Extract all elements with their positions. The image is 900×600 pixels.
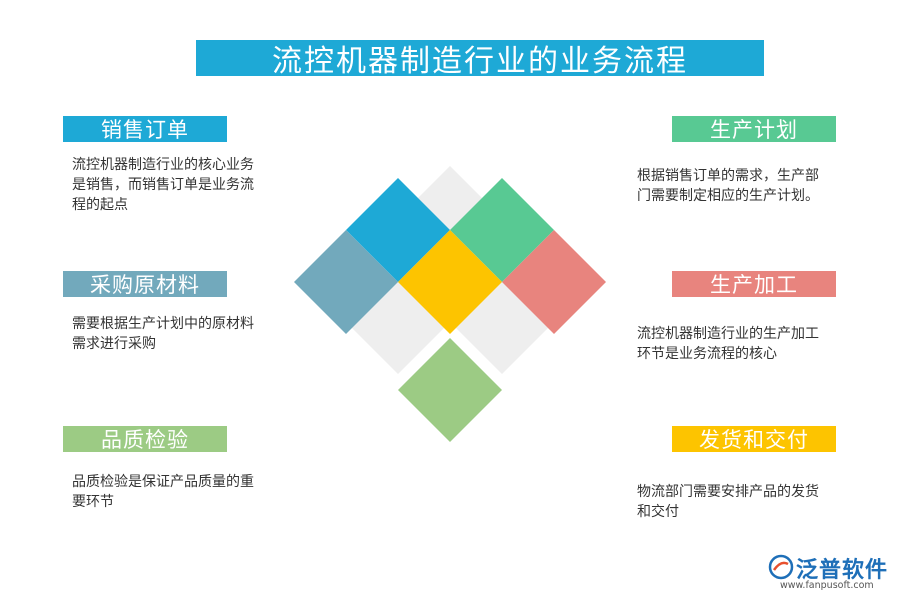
step-desc-sales: 流控机器制造行业的核心业务是销售，而销售订单是业务流程的起点 — [72, 157, 254, 213]
diamond-delivery — [398, 230, 502, 334]
step-label-quality: 品质检验 — [63, 426, 227, 452]
step-desc-purchase: 需要根据生产计划中的原材料需求进行采购 — [72, 316, 254, 352]
step-desc-quality: 品质检验是保证产品质量的重要环节 — [72, 474, 254, 510]
step-label-process: 生产加工 — [672, 271, 836, 297]
logo-icon — [768, 554, 794, 580]
diamond-purchase — [294, 230, 398, 334]
step-label-purchase: 采购原材料 — [63, 271, 227, 297]
step-desc-process: 流控机器制造行业的生产加工环节是业务流程的核心 — [637, 326, 819, 362]
step-desc-plan: 根据销售订单的需求，生产部门需要制定相应的生产计划。 — [637, 168, 819, 204]
logo-url: www.fanpusoft.com — [780, 580, 874, 591]
page-title: 流控机器制造行业的业务流程 — [196, 40, 764, 79]
brand-logo: 泛普软件 www.fanpusoft.com — [768, 552, 892, 596]
step-desc-delivery: 物流部门需要安排产品的发货和交付 — [637, 484, 819, 520]
diamond-process — [502, 230, 606, 334]
logo-name: 泛普软件 — [796, 558, 889, 583]
step-label-plan: 生产计划 — [672, 116, 836, 142]
step-label-sales: 销售订单 — [63, 116, 227, 142]
diamond-quality — [398, 338, 502, 442]
step-label-delivery: 发货和交付 — [672, 426, 836, 452]
